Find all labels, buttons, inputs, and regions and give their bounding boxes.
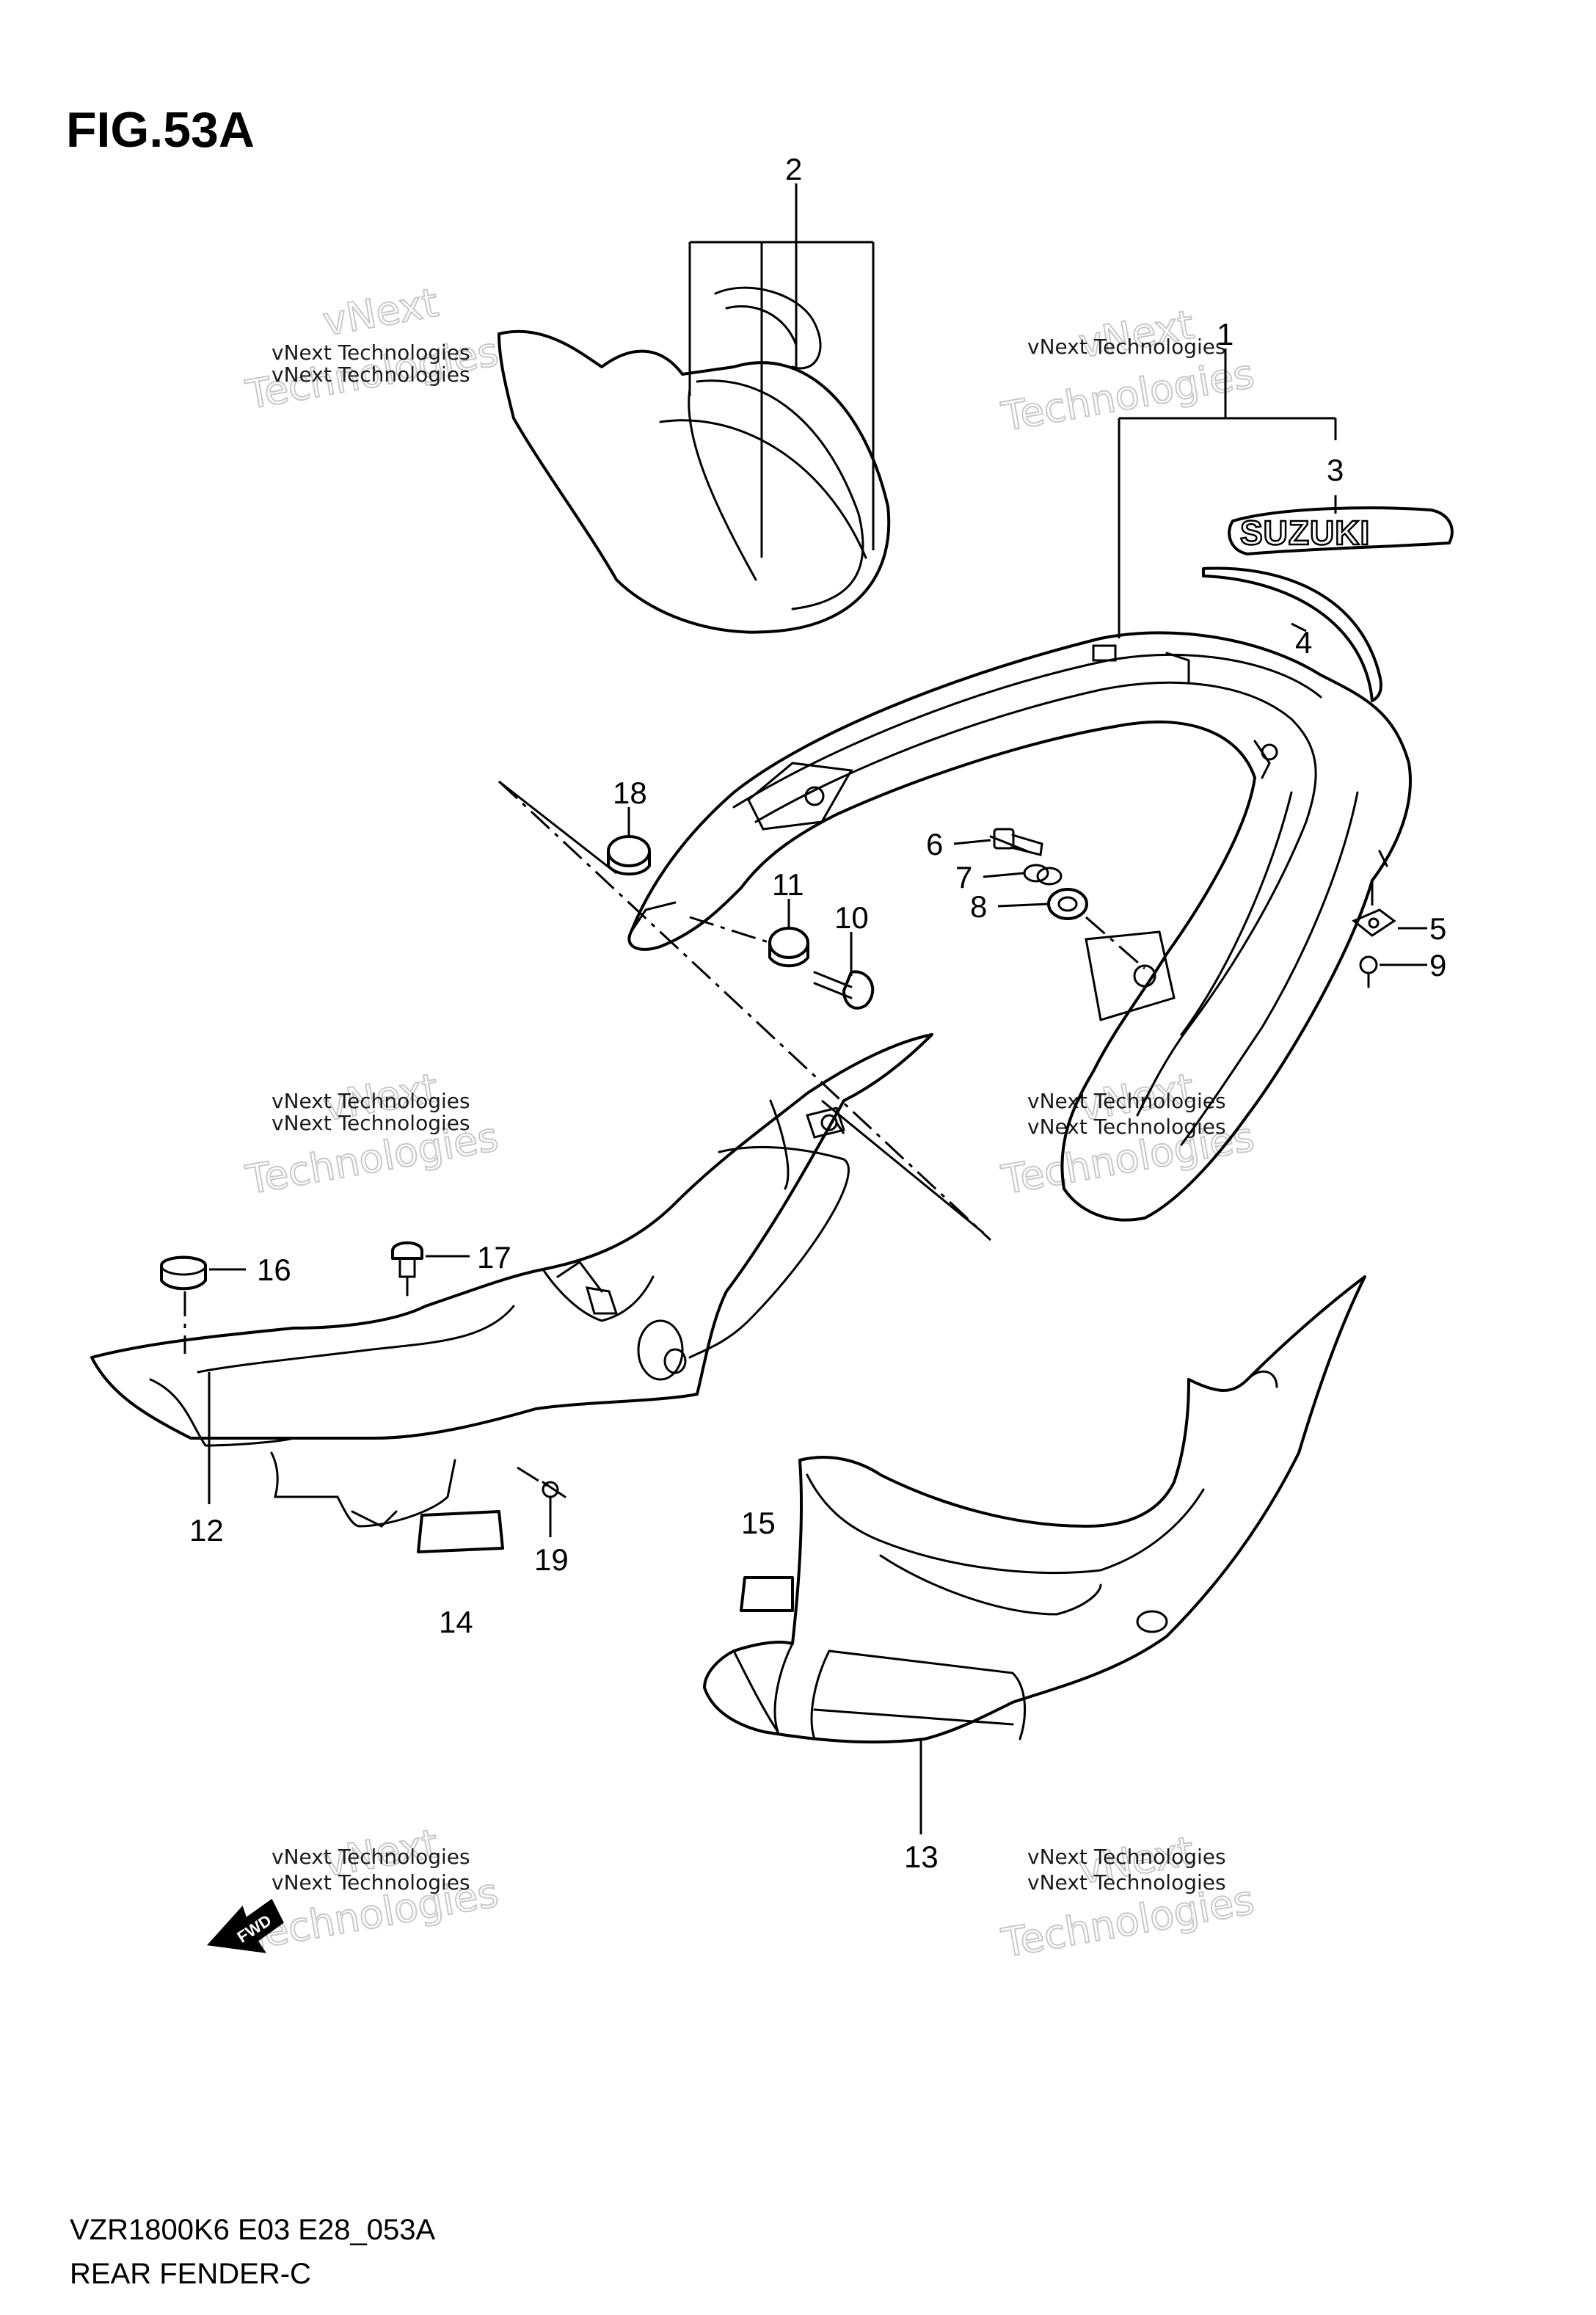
callout-1: 1 — [1217, 317, 1234, 351]
watermark-mid-left-label: vNext Technologies — [272, 1089, 470, 1113]
part-2-fender-cover — [498, 286, 891, 634]
callout-19: 19 — [534, 1542, 569, 1577]
part-18-grommet — [607, 835, 651, 876]
watermark-top-left-label-2: vNext Technologies — [272, 362, 470, 387]
part-6-bolt — [989, 828, 1043, 856]
assembly-line-cross-1b — [498, 780, 617, 875]
callout-11: 11 — [772, 867, 804, 902]
part-11-damper — [768, 927, 809, 968]
callout-6: 6 — [926, 827, 943, 861]
watermark-large-text: Technologies — [998, 351, 1258, 440]
watermark-bottom-left-label-2: vNext Technologies — [272, 1870, 470, 1895]
leader-lines — [208, 183, 1427, 1834]
watermark-top-left-label: vNext Technologies — [272, 340, 470, 365]
callout-10: 10 — [834, 900, 869, 935]
watermark-mid-right-label: vNext Technologies — [1027, 1089, 1226, 1113]
callout-7: 7 — [955, 860, 972, 894]
callout-13: 13 — [904, 1840, 939, 1874]
callout-labels: 2 1 3 4 5 6 7 8 9 10 11 12 13 14 15 16 1… — [189, 152, 1446, 1874]
callout-2: 2 — [785, 152, 802, 186]
callout-8: 8 — [970, 889, 987, 924]
watermark-bottom-right-label: vNext Technologies — [1027, 1845, 1226, 1869]
watermark-bottom-right-label-2: vNext Technologies — [1027, 1870, 1226, 1895]
model-code: VZR1800K6 E03 E28_053A — [70, 2214, 435, 2246]
callout-12: 12 — [189, 1513, 224, 1547]
emblem-text: SUZUKI — [1240, 514, 1370, 552]
figure-title: FIG.53A — [66, 102, 255, 158]
part-3-suzuki-emblem: SUZUKI — [1228, 506, 1454, 555]
assembly-line-11 — [689, 916, 771, 944]
callout-3: 3 — [1327, 453, 1344, 487]
part-16-rubber-cap — [160, 1255, 207, 1291]
part-10-bolt — [813, 970, 875, 1010]
callout-14: 14 — [439, 1605, 473, 1639]
watermark-mid-right-label-2: vNext Technologies — [1027, 1115, 1226, 1139]
part-4-trim-strip — [1202, 566, 1382, 702]
watermark-bottom-left-label: vNext Technologies — [272, 1845, 470, 1869]
part-8-grommet — [1047, 888, 1088, 920]
part-12-side-cover-left — [90, 1033, 933, 1528]
assembly-line-19 — [517, 1466, 547, 1487]
part-17-push-rivet — [391, 1241, 423, 1297]
diagram-caption: REAR FENDER-C — [70, 2258, 311, 2290]
callout-17: 17 — [477, 1240, 511, 1275]
callout-9: 9 — [1429, 948, 1446, 982]
watermark-mid-left-label-2: vNext Technologies — [272, 1111, 470, 1135]
callout-16: 16 — [257, 1253, 291, 1287]
callout-4: 4 — [1295, 625, 1312, 660]
part-7-collar — [1023, 864, 1063, 886]
part-15-pad — [740, 1576, 794, 1612]
part-14-pad — [417, 1510, 504, 1553]
watermark-vnext-text: vNext — [319, 280, 441, 345]
part-1-rear-fender — [627, 631, 1412, 1222]
callout-5: 5 — [1429, 911, 1446, 946]
watermark-top-right-label: vNext Technologies — [1027, 335, 1226, 359]
callout-18: 18 — [613, 776, 647, 810]
part-5-clip-nut — [1352, 908, 1396, 937]
part-9-screw — [1359, 955, 1378, 988]
callout-15: 15 — [741, 1506, 776, 1540]
assembly-line-cross-1c — [821, 1099, 984, 1234]
part-13-side-cover-right — [703, 1275, 1366, 1744]
assembly-line-8 — [1085, 916, 1145, 970]
assembly-line-cross-1 — [498, 780, 992, 1242]
